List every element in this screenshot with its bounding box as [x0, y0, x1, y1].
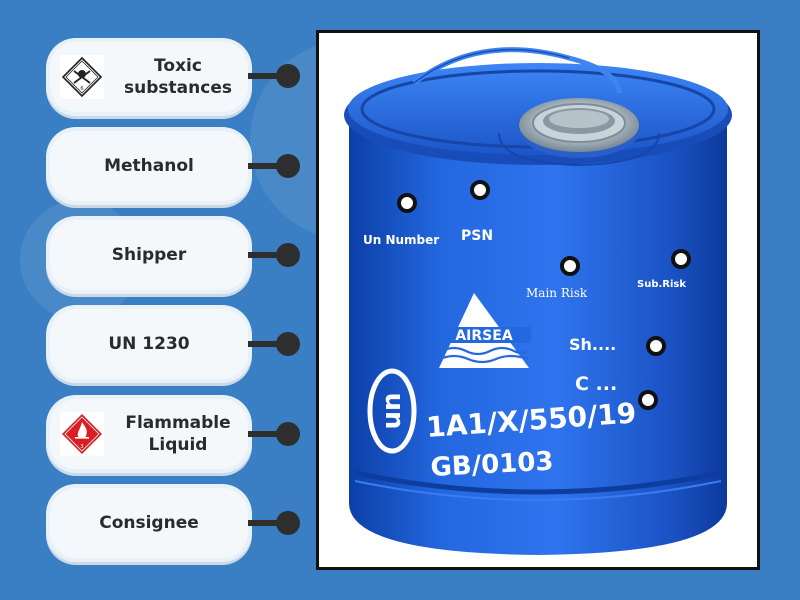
un-packaging-symbol: un [377, 392, 407, 429]
label-text: Flammable Liquid [125, 413, 231, 455]
connector-knob[interactable] [276, 243, 300, 267]
label-text: Methanol [104, 156, 194, 176]
un-number-label: Un Number [363, 233, 440, 247]
label-tile-toxic-substances[interactable]: 6 Toxic substances [50, 42, 248, 112]
main-risk-label: Main Risk [526, 286, 588, 300]
shipper-partial-label: Sh.... [569, 335, 617, 354]
drop-target-un-number[interactable] [397, 193, 417, 213]
connector-line [248, 341, 282, 347]
svg-text:3: 3 [80, 444, 83, 450]
connector-knob[interactable] [276, 422, 300, 446]
label-tile-methanol[interactable]: Methanol [50, 131, 248, 201]
drop-target-sub-risk[interactable] [671, 249, 691, 269]
svg-text:6: 6 [80, 86, 83, 92]
connector-knob[interactable] [276, 332, 300, 356]
label-tile-flammable-liquid[interactable]: 3 Flammable Liquid [50, 399, 248, 469]
label-tile-un-1230[interactable]: UN 1230 [50, 309, 248, 379]
drop-target-shipper[interactable] [646, 336, 666, 356]
psn-label: PSN [461, 228, 494, 244]
label-tile-shipper[interactable]: Shipper [50, 220, 248, 290]
connector-knob[interactable] [276, 154, 300, 178]
label-text: UN 1230 [108, 334, 190, 354]
drop-target-consignee[interactable] [638, 390, 658, 410]
connector-line [248, 520, 282, 526]
label-text: Consignee [99, 513, 199, 533]
consignee-partial-label: C ... [575, 373, 618, 395]
label-text: Toxic substances [124, 56, 232, 98]
label-tile-consignee[interactable]: Consignee [50, 488, 248, 558]
drum-image-panel: AIRSEA un 1A1/X/550/19 GB/0103 Un Number… [316, 30, 760, 570]
label-text: Shipper [111, 245, 187, 265]
sub-risk-label: Sub.Risk [637, 279, 687, 290]
connector-knob[interactable] [276, 64, 300, 88]
drum-code-line-2: GB/0103 [430, 447, 554, 483]
flammable-hazard-icon: 3 [60, 412, 104, 456]
airsea-logo-text: AIRSEA [455, 328, 512, 344]
connector-line [248, 252, 282, 258]
connector-line [248, 431, 282, 437]
drop-target-main-risk[interactable] [560, 256, 580, 276]
blue-drum-illustration: AIRSEA un 1A1/X/550/19 GB/0103 [344, 47, 732, 555]
connector-line [248, 163, 282, 169]
connector-knob[interactable] [276, 511, 300, 535]
drop-target-psn[interactable] [470, 180, 490, 200]
toxic-hazard-icon: 6 [60, 55, 104, 99]
connector-line [248, 73, 282, 79]
